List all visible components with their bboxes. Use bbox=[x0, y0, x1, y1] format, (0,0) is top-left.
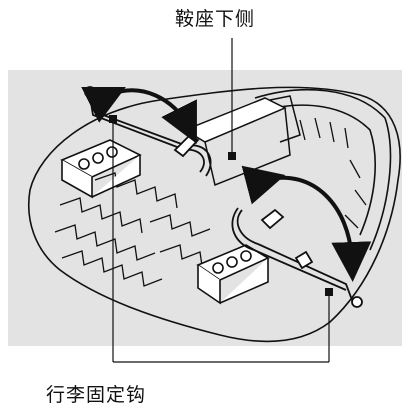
rotate-arrow-right bbox=[241, 165, 372, 282]
background-panel bbox=[8, 70, 402, 346]
luggage-hooks-label: 行李固定钩 bbox=[46, 384, 147, 406]
seat-underside-leader bbox=[228, 38, 236, 160]
rotate-arrow-left bbox=[81, 87, 197, 144]
luggage-hooks-leader bbox=[109, 115, 333, 363]
seat-underside-label: 鞍座下侧 bbox=[175, 8, 256, 30]
front-bracket bbox=[60, 139, 142, 199]
